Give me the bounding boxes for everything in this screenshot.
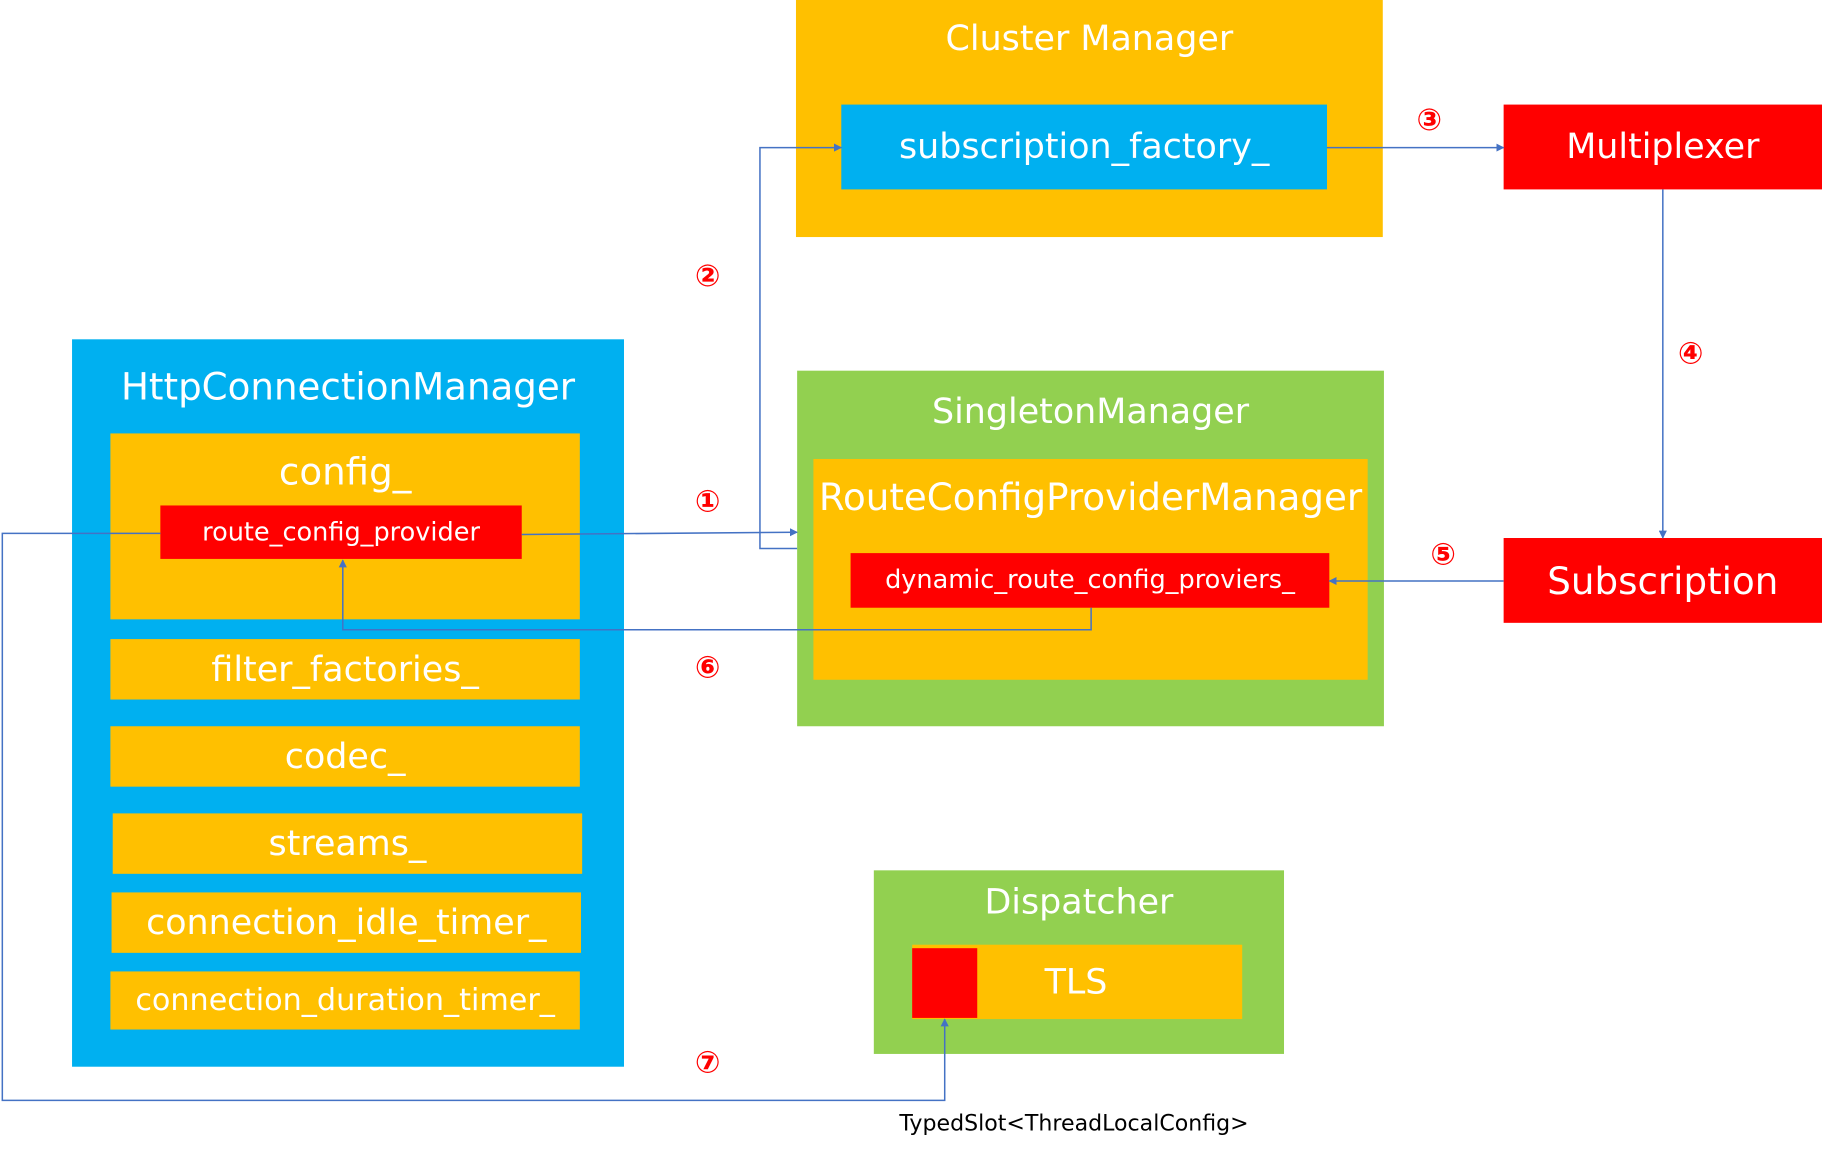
config-title: config_ <box>278 449 412 494</box>
cluster-manager-box: Cluster Manager subscription_factory_ <box>795 0 1383 238</box>
http-connection-manager-box: HttpConnectionManager config_ route_conf… <box>72 339 624 1067</box>
step-4-label: ④ <box>1677 336 1704 372</box>
subscription-box: Subscription <box>1503 538 1822 623</box>
connection-idle-timer-member: connection_idle_timer_ <box>111 892 581 953</box>
singleton-manager-box: SingletonManager RouteConfigProviderMana… <box>797 370 1384 727</box>
route-config-provider-manager-box: RouteConfigProviderManager dynamic_route… <box>813 458 1368 680</box>
cluster-manager-title: Cluster Manager <box>945 18 1234 60</box>
step-1-label: ① <box>694 484 721 520</box>
filter-factories-member: filter_factories_ <box>110 639 580 700</box>
route-config-provider: route_config_provider <box>160 505 522 559</box>
step-3-label: ③ <box>1416 103 1443 139</box>
route-config-provider-manager-title: RouteConfigProviderManager <box>818 475 1363 520</box>
http-connection-manager-title: HttpConnectionManager <box>120 364 576 410</box>
step-5-label: ⑤ <box>1430 538 1457 573</box>
typed-slot-caption: TypedSlot<ThreadLocalConfig> <box>899 1110 1249 1137</box>
codec-member: codec_ <box>110 726 580 787</box>
singleton-manager-title: SingletonManager <box>931 391 1250 433</box>
tls-box: TLS <box>912 944 1243 1020</box>
connection-duration-timer-member: connection_duration_timer_ <box>110 971 580 1030</box>
step-7-label: ⑦ <box>694 1045 721 1081</box>
dispatcher-title: Dispatcher <box>984 881 1174 923</box>
dynamic-route-config-providers: dynamic_route_config_proviers_ <box>850 553 1330 608</box>
step-6-label: ⑥ <box>694 650 721 686</box>
arrow-step-7 <box>1 532 949 1102</box>
tls-slot <box>912 948 978 1018</box>
streams-member: streams_ <box>112 813 583 874</box>
subscription-factory: subscription_factory_ <box>841 104 1328 190</box>
tls-label: TLS <box>1044 961 1108 1003</box>
arrow-step-6 <box>338 559 1092 631</box>
arrow-step-2 <box>759 143 843 550</box>
config-box: config_ route_config_provider <box>110 433 580 620</box>
step-2-label: ② <box>694 259 721 294</box>
arrow-step-1 <box>521 528 798 537</box>
multiplexer-box: Multiplexer <box>1503 104 1822 190</box>
